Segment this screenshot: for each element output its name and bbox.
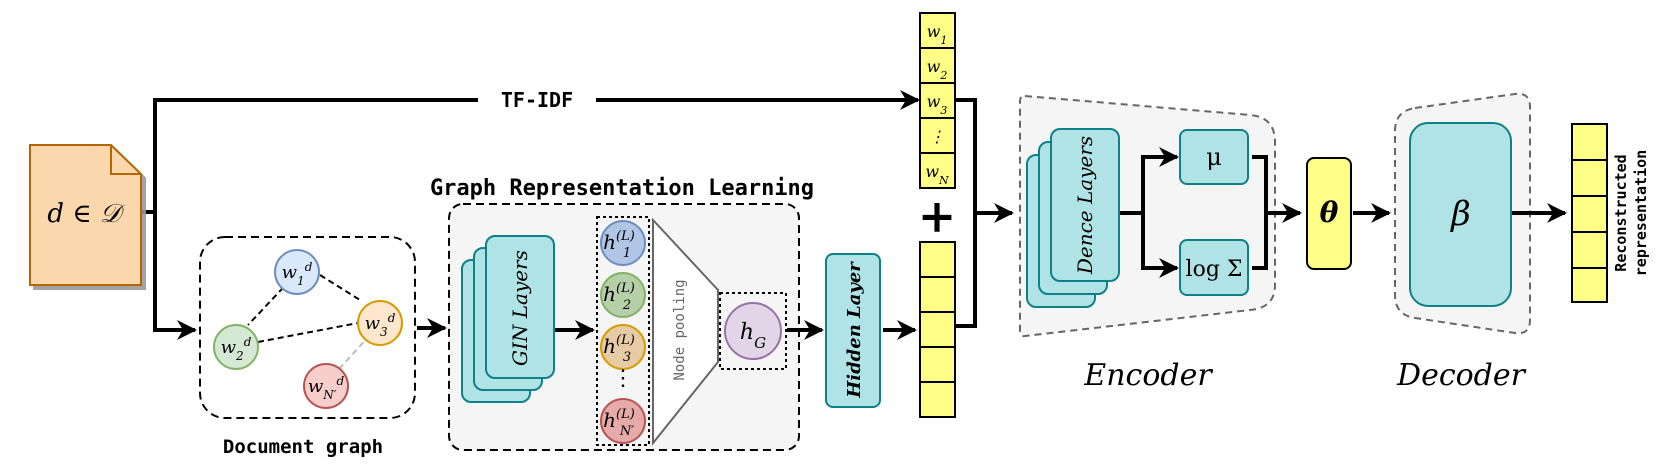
- document-graph-panel: [199, 236, 416, 419]
- beta-label: β: [1449, 194, 1471, 234]
- theta-box: [1306, 157, 1352, 270]
- hidden-vector: [919, 241, 956, 418]
- dense-layers-stack: [1026, 128, 1120, 308]
- decoder-caption: Decoder: [1396, 358, 1527, 393]
- graph-node-label: w2d: [221, 335, 252, 363]
- node-ellipsis: ⋮: [612, 366, 634, 391]
- hg-label: hG: [740, 320, 766, 352]
- gin-layers-stack: [461, 235, 555, 403]
- tfidf-cell-label: w2: [927, 57, 948, 82]
- hg-node: [724, 302, 782, 360]
- node-pooling-label: Node pooling: [672, 279, 688, 380]
- reconstructed-caption: Reconstructed representation: [1612, 150, 1650, 276]
- node-pooling-trapezoid: [652, 217, 719, 446]
- encoder-caption: Encoder: [1083, 358, 1213, 393]
- tfidf-cell-label: wN: [925, 162, 949, 187]
- node-embedding: [600, 324, 646, 370]
- node-embeddings-box: [596, 216, 650, 446]
- svg-text:representation: representation: [1632, 150, 1650, 276]
- theta-label: θ: [1320, 196, 1339, 229]
- node-embedding-label: h(L)1: [603, 229, 635, 261]
- document-label: d ∈ 𝒟: [47, 199, 124, 229]
- logsigma-label: log Σ: [1186, 257, 1243, 282]
- reconstructed-vector: [1571, 123, 1608, 303]
- grl-title: Graph Representation Learning: [430, 176, 814, 201]
- node-embeddings: h(L)1 h(L)2 h(L)3 h(L)N′ ⋮: [600, 220, 646, 444]
- tfidf-cell-label: w1: [927, 22, 948, 47]
- graph-node: [357, 300, 403, 346]
- node-embedding: [600, 398, 646, 444]
- graph-node: [213, 324, 259, 370]
- dense-layers-label: Dence Layers: [1073, 136, 1097, 275]
- tfidf-cell: [919, 152, 956, 189]
- graph-node: [303, 363, 349, 409]
- svg-text:Reconstructed: Reconstructed: [1612, 154, 1630, 271]
- mu-box: [1179, 129, 1249, 185]
- node-embedding-label: h(L)3: [603, 333, 635, 365]
- document-graph-caption: Document graph: [223, 436, 383, 458]
- node-embedding-label: h(L)N′: [603, 407, 635, 439]
- tfidf-cell: [919, 82, 956, 119]
- node-embedding: [600, 272, 646, 318]
- tfidf-cell-label: ⋮: [929, 127, 945, 146]
- node-embedding-label: h(L)2: [603, 281, 635, 313]
- logsigma-box: [1179, 239, 1249, 296]
- hidden-layer-box: [825, 253, 881, 408]
- document-graph-nodes: w1d w2d w3d wN′d: [213, 249, 403, 409]
- graph-node-label: w1d: [282, 260, 313, 288]
- tfidf-cell-label: w3: [927, 92, 948, 117]
- node-embedding: [600, 220, 646, 266]
- beta-box: [1409, 122, 1512, 307]
- tfidf-cell: [919, 12, 956, 49]
- tfidf-cell: [919, 47, 956, 84]
- hidden-layer-label: Hidden Layer: [844, 261, 865, 399]
- plus-sign: +: [918, 189, 957, 243]
- graph-node: [274, 249, 320, 295]
- tfidf-vector: w1 w2 w3 ⋮ wN: [919, 12, 956, 189]
- document-icon: [29, 144, 142, 286]
- gin-layers-label: GIN Layers: [508, 250, 532, 366]
- graph-node-label: w3d: [365, 311, 396, 339]
- mu-label: μ: [1206, 143, 1222, 171]
- hg-box: [719, 292, 787, 370]
- tfidf-label: TF-IDF: [501, 88, 573, 112]
- graph-node-label: wN′d: [308, 374, 345, 402]
